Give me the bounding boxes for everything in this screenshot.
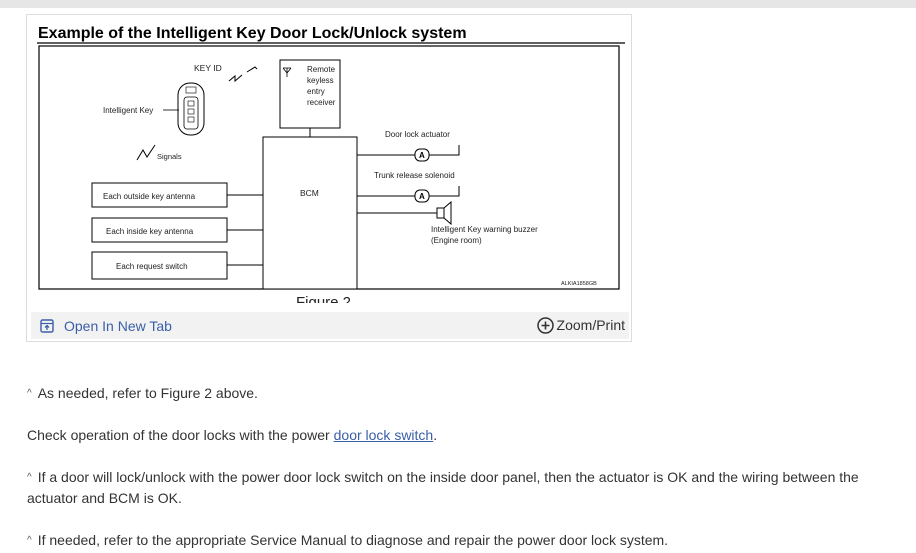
top-border [0, 0, 916, 8]
trunk-wire [357, 186, 460, 197]
buzzer-label-1: Intelligent Key warning buzzer [431, 225, 538, 234]
key-fob-icon [177, 82, 205, 136]
caret-icon: ^ [27, 472, 32, 483]
request-switch-box [91, 251, 228, 280]
receiver-label-4: receiver [307, 98, 336, 107]
bcm-box [262, 136, 358, 290]
figure-card: Example of the Intelligent Key Door Lock… [26, 14, 632, 342]
key-id-signal-icon [228, 74, 243, 83]
open-in-new-tab-label: Open In New Tab [64, 317, 172, 334]
door-lock-switch-link[interactable]: door lock switch [333, 427, 434, 443]
request-switch-label: Each request switch [116, 262, 188, 271]
check-prefix: Check operation of the door locks with t… [27, 427, 334, 443]
receiver-label-1: Remote [307, 65, 336, 74]
figure-caption: Figure 2 [296, 294, 351, 303]
figure-title: Example of the Intelligent Key Door Lock… [38, 25, 467, 42]
zoom-print-button[interactable]: Zoom/Print [536, 316, 625, 334]
note-service-manual: ^ If needed, refer to the appropriate Ser… [27, 530, 668, 551]
inside-antenna-label: Each inside key antenna [106, 227, 194, 236]
check-suffix: . [433, 427, 438, 443]
actuator-symbol-2: A [419, 192, 425, 201]
outside-antenna-label: Each outside key antenna [103, 192, 196, 201]
check-operation-text: Check operation of the door locks with t… [27, 425, 437, 445]
zoom-print-label: Zoom/Print [556, 317, 625, 333]
note-refer-figure: ^ As needed, refer to Figure 2 above. [27, 383, 258, 404]
receiver-label-2: keyless [307, 76, 334, 85]
buzzer-label-2: (Engine room) [431, 236, 482, 245]
caret-icon: ^ [27, 535, 32, 546]
intelligent-key-label: Intelligent Key [103, 106, 153, 115]
trunk-release-label: Trunk release solenoid [374, 171, 455, 180]
signal-icon [246, 66, 258, 73]
signals-icon [136, 144, 156, 161]
intelligent-key-diagram: Example of the Intelligent Key Door Lock… [37, 25, 625, 303]
note-actuator-ok-text: If a door will lock/unlock with the powe… [27, 469, 859, 506]
door-lock-wire [357, 145, 460, 156]
door-lock-actuator-label: Door lock actuator [385, 130, 450, 139]
key-id-label: KEY ID [194, 63, 222, 73]
receiver-label-3: entry [307, 87, 325, 96]
antenna-icon [282, 67, 292, 77]
figure-footer: Open In New Tab Zoom/Print [31, 312, 629, 339]
door-lock-actuator-icon: A [414, 148, 430, 162]
buzzer-icon [436, 200, 452, 226]
open-in-new-tab-link[interactable]: Open In New Tab [40, 317, 172, 334]
actuator-symbol-1: A [419, 151, 425, 160]
bcm-label: BCM [300, 188, 319, 198]
receiver-box [279, 59, 341, 129]
note-refer-figure-text: As needed, refer to Figure 2 above. [37, 385, 258, 401]
plus-circle-icon [536, 316, 554, 334]
signals-label: Signals [157, 152, 182, 161]
note-actuator-ok: ^If a door will lock/unlock with the pow… [27, 467, 897, 508]
diagram-code: ALKIA1858GB [561, 281, 597, 287]
caret-icon: ^ [27, 388, 32, 399]
open-new-tab-icon [40, 318, 54, 333]
note-service-manual-text: If needed, refer to the appropriate Serv… [37, 532, 669, 548]
trunk-solenoid-icon: A [414, 189, 430, 203]
